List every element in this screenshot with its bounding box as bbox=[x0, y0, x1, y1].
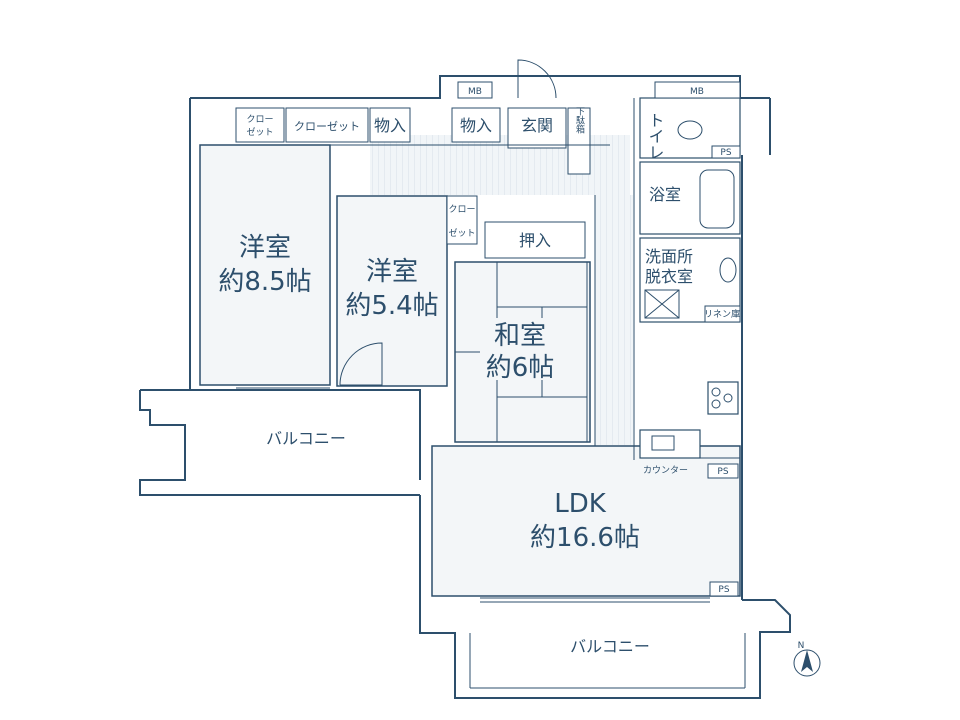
north-compass: N bbox=[793, 641, 821, 677]
room-washitsu-name: 和室 bbox=[494, 321, 546, 351]
linen-closet bbox=[704, 305, 741, 323]
ps-box-3 bbox=[709, 581, 739, 597]
washroom-label-2: 脱衣室 bbox=[645, 267, 693, 286]
corridor bbox=[595, 195, 633, 445]
storage-1-label: 物入 bbox=[374, 116, 406, 135]
ps-label-3: PS bbox=[718, 585, 729, 595]
door-swing-room2 bbox=[339, 342, 383, 386]
burner-2 bbox=[711, 399, 721, 409]
entrance-label: 玄関 bbox=[521, 116, 553, 135]
stove bbox=[707, 381, 739, 415]
interior-walls bbox=[200, 98, 635, 460]
kitchen-counter bbox=[639, 429, 701, 459]
wash-basin bbox=[719, 257, 737, 283]
ps-label-1: PS bbox=[720, 148, 731, 158]
ps-label-2: PS bbox=[717, 467, 728, 477]
toilet-label: トイレ bbox=[646, 112, 665, 160]
room-western-2-name: 洋室 bbox=[366, 257, 418, 287]
bath-label: 浴室 bbox=[649, 185, 681, 204]
north-label: N bbox=[798, 641, 805, 651]
closet-1-label-a: クロー bbox=[246, 114, 273, 125]
mb-label-1: MB bbox=[468, 87, 482, 97]
outer-walls bbox=[139, 75, 791, 699]
washroom-label-1: 洗面所 bbox=[645, 247, 693, 266]
balcony-2-label: バルコニー bbox=[570, 637, 650, 656]
windows bbox=[236, 387, 710, 603]
toilet-bowl bbox=[677, 120, 703, 140]
closet-1-label-b: ゼット bbox=[246, 126, 273, 138]
balcony-1-label: バルコニー bbox=[266, 429, 346, 448]
mb-box-1 bbox=[457, 81, 493, 99]
room-western-1 bbox=[199, 144, 331, 386]
ps-box-2 bbox=[707, 463, 739, 479]
mb-label-2: MB bbox=[690, 87, 704, 97]
shoe-cabinet bbox=[567, 107, 591, 175]
linen-label: リネン庫 bbox=[704, 308, 740, 320]
closet-3 bbox=[446, 195, 478, 245]
storage-2-label: 物入 bbox=[460, 116, 492, 135]
room-western-1-size: 約8.5帖 bbox=[218, 267, 311, 297]
closet-2-label: クローゼット bbox=[294, 120, 360, 133]
oshiire-label: 押入 bbox=[519, 231, 551, 250]
ps-box-1 bbox=[711, 145, 741, 159]
room-western-2-size: 約5.4帖 bbox=[345, 291, 438, 321]
tatami-6 bbox=[496, 396, 588, 443]
closet-1 bbox=[235, 107, 285, 143]
kitchen-sink bbox=[651, 435, 675, 451]
oshiire-closet bbox=[484, 221, 586, 259]
room-western-2 bbox=[336, 195, 448, 387]
closet-2 bbox=[285, 107, 369, 143]
entrance-area bbox=[507, 107, 567, 149]
washitsu-label-bg bbox=[480, 318, 560, 380]
room-ldk-name: LDK bbox=[554, 489, 607, 519]
room-ldk-size: 約16.6帖 bbox=[530, 523, 640, 553]
closet-3-label-a: クロー bbox=[448, 204, 475, 215]
hallway bbox=[370, 135, 630, 195]
washing-machine bbox=[644, 289, 680, 319]
counter-label: カウンター bbox=[643, 465, 688, 476]
closet-3-label-b: ゼット bbox=[448, 227, 475, 239]
bathtub bbox=[699, 169, 735, 229]
bathroom bbox=[639, 161, 741, 235]
mb-box-2 bbox=[654, 81, 741, 99]
shoe-cabinet-label: 下駄箱 bbox=[574, 107, 585, 135]
burner-1 bbox=[711, 387, 721, 397]
storage-1 bbox=[369, 107, 411, 143]
storage-2 bbox=[451, 107, 501, 143]
room-ldk bbox=[431, 445, 741, 597]
entrance-door-swing bbox=[517, 59, 557, 99]
room-western-1-name: 洋室 bbox=[239, 233, 291, 263]
burner-3 bbox=[723, 393, 733, 403]
room-washitsu-size: 約6帖 bbox=[486, 353, 555, 383]
